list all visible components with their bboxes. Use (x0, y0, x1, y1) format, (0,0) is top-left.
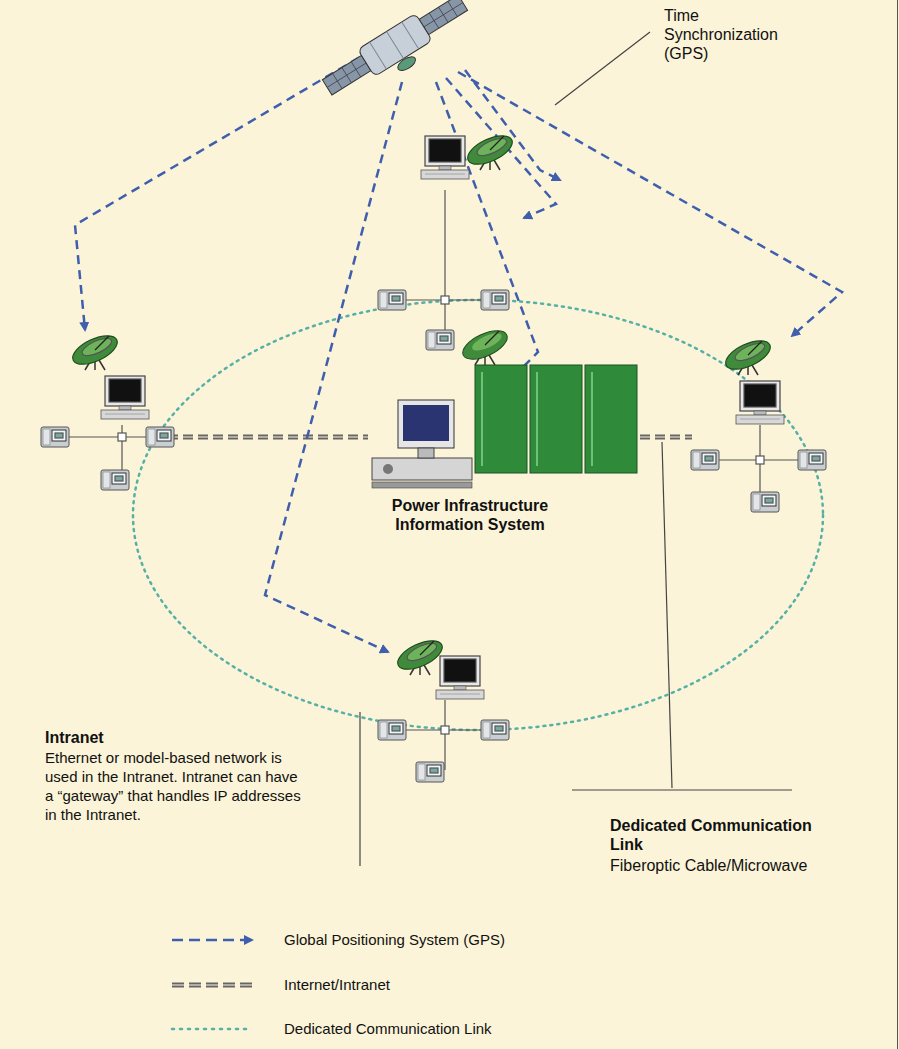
substation (378, 130, 516, 350)
callout-body: Fiberoptic Cable/Microwave (610, 856, 870, 875)
leader-line (662, 442, 672, 788)
legend-text: Dedicated Communication Link (284, 1019, 684, 1038)
legend-intranet-sample (172, 983, 252, 988)
substation (691, 335, 826, 512)
callout-label: Time Synchronization (GPS) (664, 6, 792, 63)
leader-line (572, 789, 792, 790)
callout-body: Ethernet or model-based network is used … (45, 748, 307, 824)
legend-text: Global Positioning System (GPS) (284, 930, 684, 949)
node-text: Power Infrastructure Information System (350, 496, 590, 534)
system-label-node: Power Infrastructure Information System (350, 496, 590, 534)
callout-heading: Dedicated Communication Link (610, 816, 842, 854)
legend-text: Internet/Intranet (284, 975, 684, 994)
callout-heading: Intranet (45, 728, 335, 747)
leader-line (359, 712, 360, 866)
dedicated-link-ring (133, 300, 823, 730)
legend-gps-sample (172, 939, 252, 942)
control-center (372, 325, 637, 488)
gps-arrow (75, 50, 842, 652)
gps-satellite (319, 0, 477, 110)
frame-edge (897, 0, 898, 1049)
substation (41, 330, 174, 490)
substation (378, 635, 509, 782)
leader-line (555, 32, 650, 105)
legend-dedicated-sample (172, 1028, 252, 1031)
